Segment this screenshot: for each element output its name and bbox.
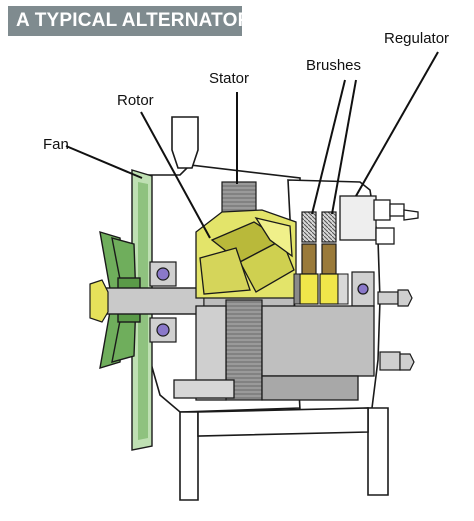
lower-housing-bar — [197, 407, 369, 437]
label-stator: Stator — [209, 70, 250, 87]
rotor — [195, 209, 297, 299]
front-bearing — [149, 261, 177, 343]
leader-rotor — [140, 111, 211, 239]
mount-foot-left — [179, 411, 199, 501]
leader-brushes-1 — [311, 79, 346, 215]
top-mount-bracket — [171, 116, 199, 169]
leader-brushes-2 — [331, 79, 357, 215]
label-rotor: Rotor — [117, 92, 154, 109]
brushes — [299, 211, 339, 305]
terminals — [377, 289, 415, 371]
label-regulator: Regulator — [384, 30, 450, 47]
label-fan: Fan — [43, 136, 69, 153]
label-brushes: Brushes — [306, 57, 362, 74]
leader-fan — [65, 145, 143, 179]
diagram-title: A TYPICAL ALTERNATOR — [16, 10, 252, 31]
rear-bearing — [351, 271, 375, 307]
regulator — [339, 195, 419, 245]
shaft-nut — [89, 279, 109, 323]
mount-foot-right — [367, 407, 389, 496]
rotor-core — [173, 305, 375, 401]
leader-regulator — [355, 51, 439, 197]
leader-lines — [65, 51, 439, 239]
shaft-body — [93, 287, 205, 315]
title-banner — [8, 6, 242, 36]
slip-rings — [293, 273, 349, 305]
